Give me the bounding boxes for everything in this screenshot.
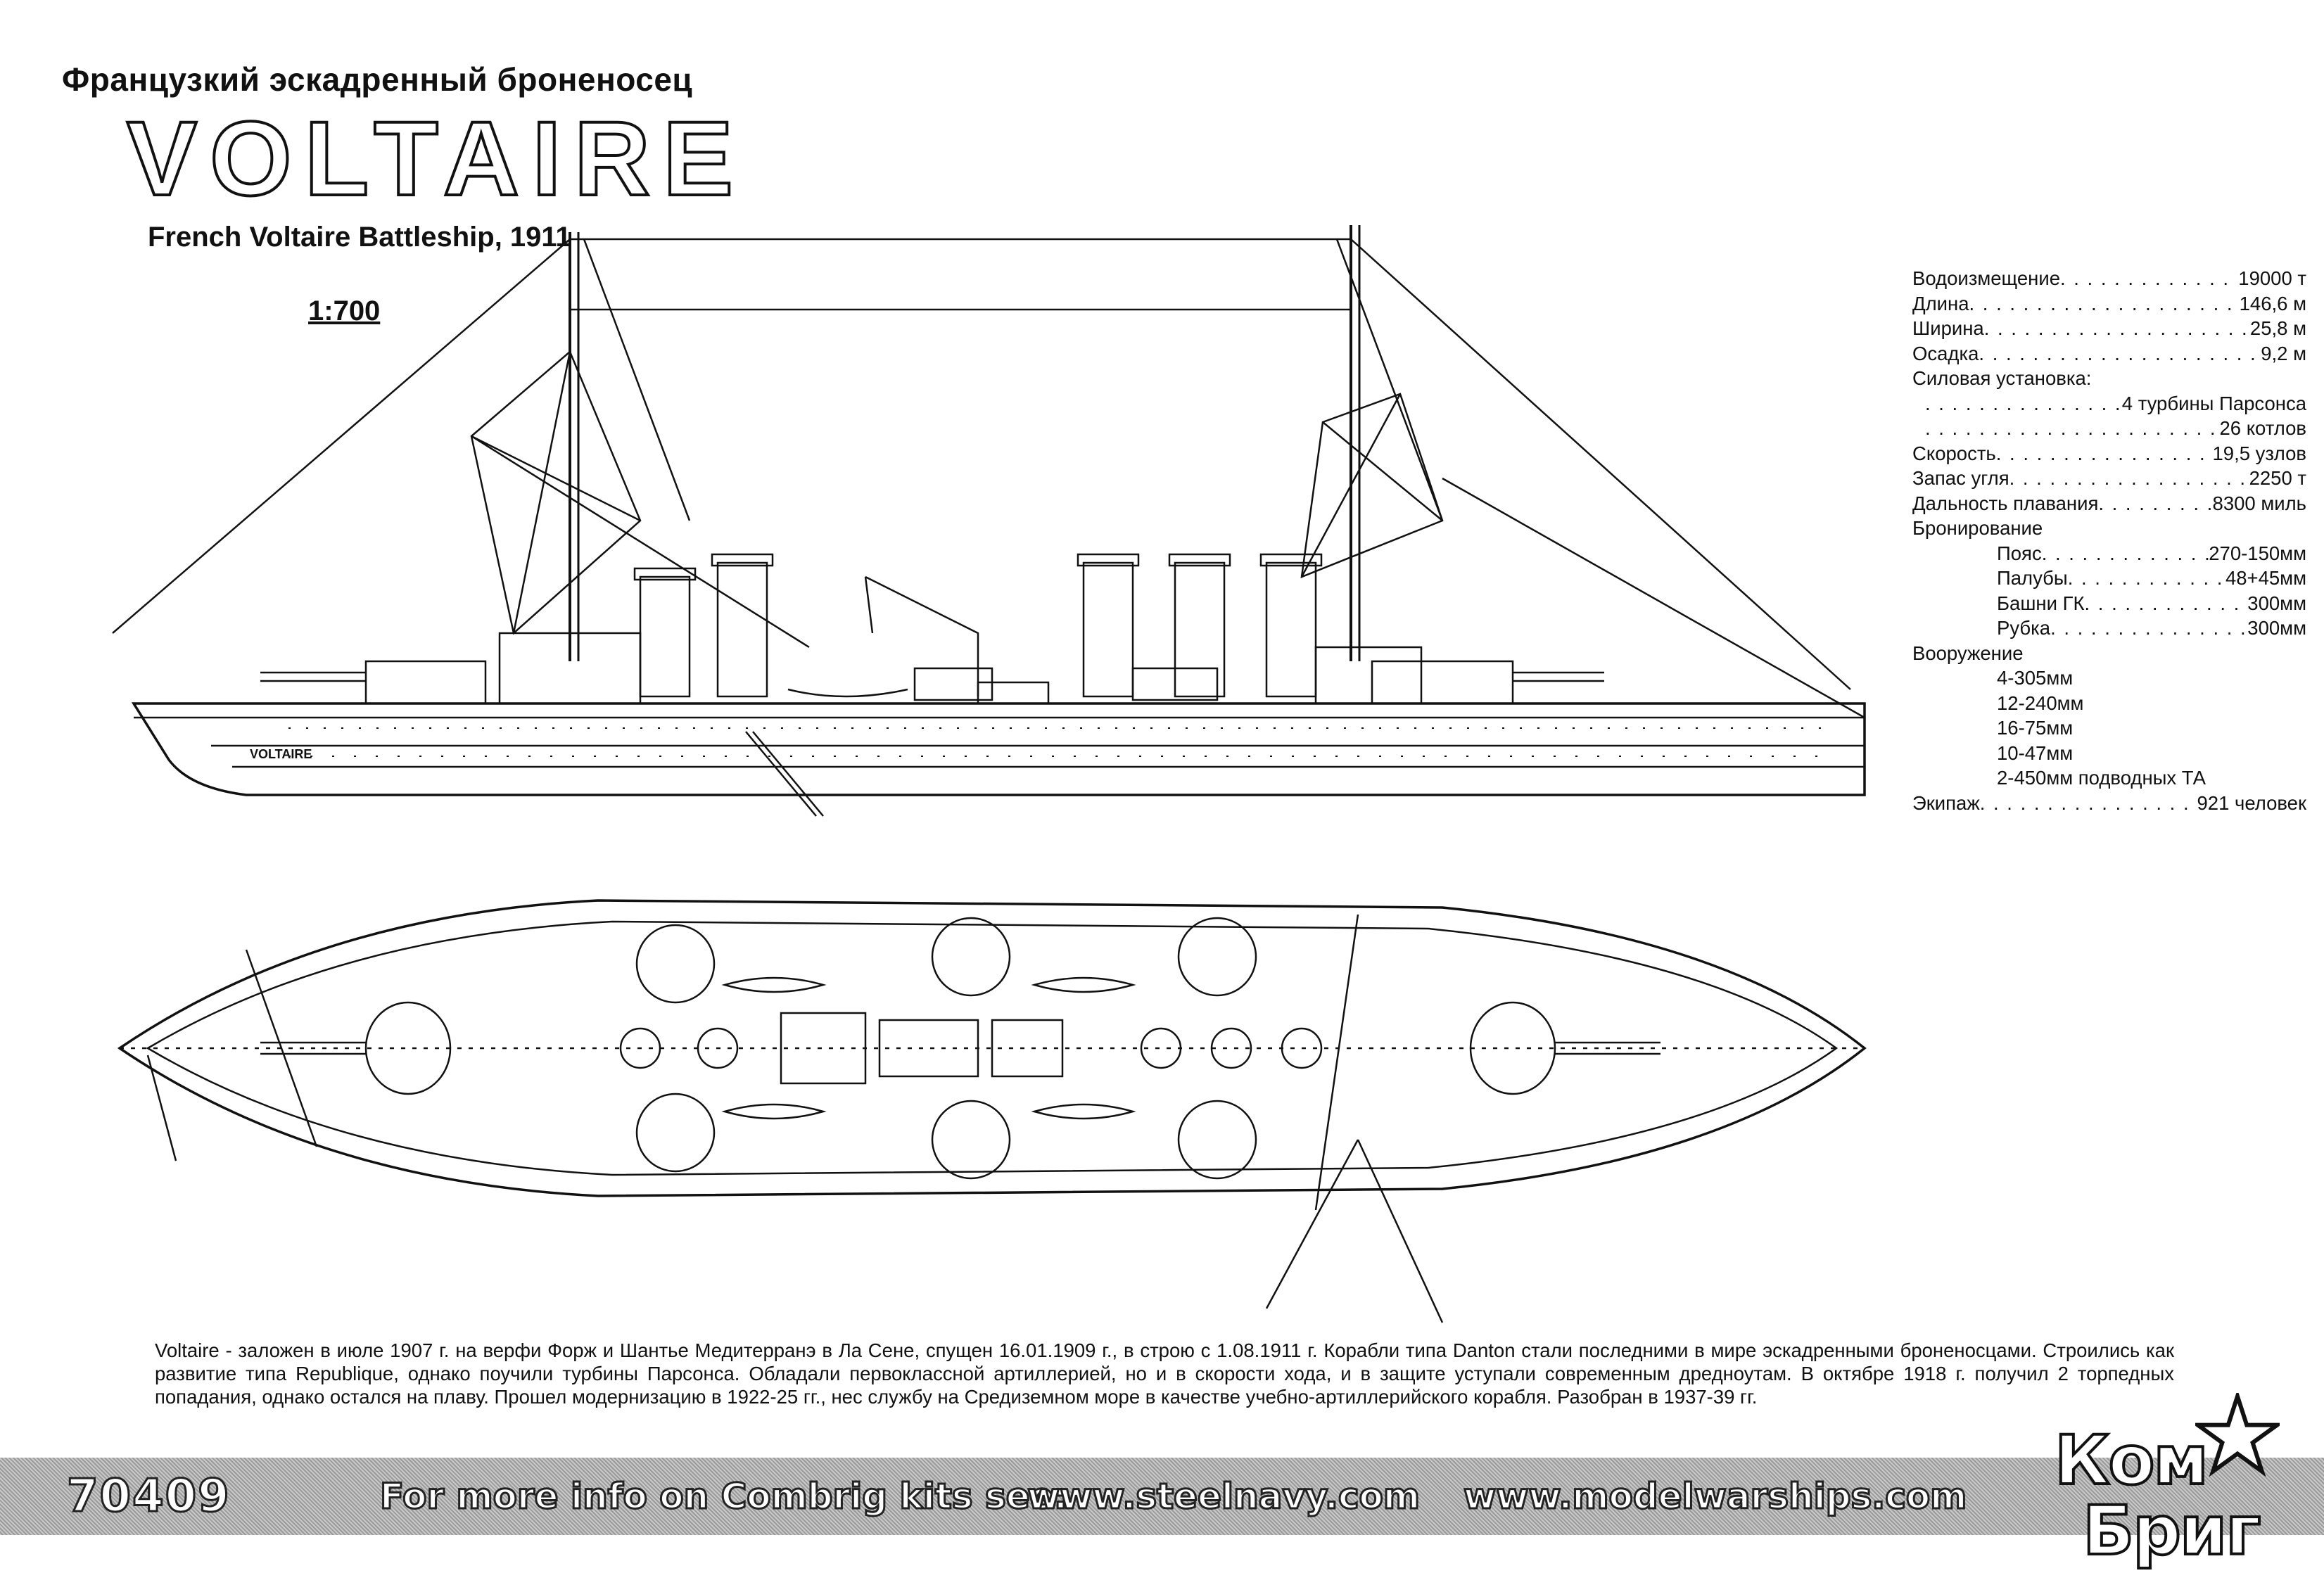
- spec-armor-turrets: Башни ГК 300мм: [1912, 591, 2306, 616]
- spec-length: Длина 146,6 м: [1912, 291, 2306, 317]
- spec-speed: Скорость 19,5 узлов: [1912, 441, 2306, 466]
- spec-label: Пояс: [1997, 542, 2042, 564]
- spec-armor-title: Бронирование: [1912, 517, 2043, 539]
- logo-text-top: Ком: [2053, 1420, 2210, 1501]
- spec-value: 146,6 м: [2239, 292, 2306, 314]
- spec-coal: Запас угля 2250 т: [1912, 466, 2306, 491]
- spec-dots: [2009, 466, 2249, 491]
- ship-name-title: VOLTAIRE: [125, 99, 747, 217]
- spec-value: 2250 т: [2249, 467, 2306, 489]
- spec-value: 48+45мм: [2225, 567, 2306, 589]
- logo-text-bottom: Бриг: [2081, 1490, 2262, 1572]
- spec-armament-title: Вооружение: [1912, 642, 2024, 664]
- spec-dots: [1969, 291, 2240, 317]
- spec-boilers: 26 котлов: [1912, 416, 2306, 441]
- spec-label: Палубы: [1997, 567, 2068, 589]
- spec-value: 4 турбины Парсонса: [2121, 392, 2306, 414]
- armament-item: 4-305мм: [1997, 667, 2074, 689]
- spec-label: Водоизмещение: [1912, 267, 2060, 289]
- spec-dots: [2050, 616, 2247, 641]
- history-description: Voltaire - заложен в июле 1907 г. на вер…: [155, 1339, 2174, 1408]
- spec-dots: [2085, 591, 2248, 616]
- spec-value: 25,8 м: [2249, 317, 2306, 339]
- spec-value: 19,5 узлов: [2212, 442, 2306, 464]
- spec-label: Рубка: [1997, 617, 2051, 639]
- spec-dots: [2098, 491, 2212, 516]
- more-info-text: For more info on Combrig kits see:: [379, 1475, 1069, 1518]
- kit-number: 70409: [66, 1470, 231, 1524]
- spec-armor-decks: Палубы 48+45мм: [1912, 566, 2306, 591]
- steelnavy-link[interactable]: www.steelnavy.com: [1026, 1475, 1421, 1518]
- spec-label: Дальность плавания: [1912, 492, 2099, 514]
- armament-item: 10-47мм: [1997, 741, 2074, 764]
- spec-dots: [1980, 791, 2197, 816]
- side-profile-drawing: VOLTAIRE: [112, 225, 1866, 817]
- spec-dots: [2068, 566, 2225, 591]
- spec-value: 19000 т: [2238, 267, 2306, 289]
- spec-value: 270-150мм: [2209, 542, 2306, 564]
- spec-label: Экипаж: [1912, 791, 1980, 814]
- scale-label: 1:700: [308, 295, 381, 326]
- spec-dots: [1996, 441, 2213, 466]
- spec-dots: [1979, 341, 2261, 367]
- combrig-logo: Ком Бриг: [2053, 1393, 2287, 1583]
- top-view-drawing: [117, 899, 1867, 1323]
- spec-draught: Осадка 9,2 м: [1912, 341, 2306, 367]
- spec-dots: [1925, 391, 2122, 416]
- subtitle-russian: Французкий эскадренный броненосец: [62, 61, 693, 98]
- spec-beam: Ширина 25,8 м: [1912, 316, 2306, 341]
- spec-crew: Экипаж 921 человек: [1912, 791, 2306, 816]
- spec-value: 921 человек: [2197, 791, 2306, 814]
- spec-armor-conning: Рубка 300мм: [1912, 616, 2306, 641]
- spec-dots: [2042, 541, 2209, 566]
- spec-value: 300мм: [2247, 592, 2306, 614]
- spec-turbines: 4 турбины Парсонса: [1912, 391, 2306, 416]
- spec-displacement: Водоизмещение 19000 т: [1912, 266, 2306, 291]
- spec-value: 8300 миль: [2212, 492, 2306, 514]
- armament-item: 2-450мм подводных ТА: [1997, 767, 2206, 789]
- subtitle-english: French Voltaire Battleship, 1911: [148, 222, 571, 253]
- armament-item: 16-75мм: [1997, 717, 2074, 739]
- modelwarships-link[interactable]: www.modelwarships.com: [1462, 1475, 1967, 1518]
- specifications-panel: Водоизмещение 19000 т Длина 146,6 м Шири…: [1912, 266, 2306, 815]
- hull-name-label: VOLTAIRE: [250, 747, 312, 761]
- armament-item: 12-240мм: [1997, 692, 2084, 714]
- spec-value: 26 котлов: [2219, 417, 2306, 439]
- spec-range: Дальность плавания 8300 миль: [1912, 491, 2306, 516]
- spec-value: 300мм: [2247, 617, 2306, 639]
- spec-dots: [2060, 266, 2238, 291]
- spec-dots: [1984, 316, 2250, 341]
- spec-label: Запас угля: [1912, 467, 2009, 489]
- spec-label: Осадка: [1912, 342, 1979, 364]
- spec-value: 9,2 м: [2261, 342, 2306, 364]
- spec-label: Скорость: [1912, 442, 1996, 464]
- spec-power-title: Силовая установка:: [1912, 367, 2092, 389]
- footer-band: [0, 1458, 2324, 1535]
- spec-armor-belt: Пояс 270-150мм: [1912, 541, 2306, 566]
- spec-label: Башни ГК: [1997, 592, 2085, 614]
- spec-label: Ширина: [1912, 317, 1984, 339]
- spec-dots: [1925, 416, 2219, 441]
- spec-label: Длина: [1912, 292, 1969, 314]
- star-icon: [2195, 1393, 2280, 1477]
